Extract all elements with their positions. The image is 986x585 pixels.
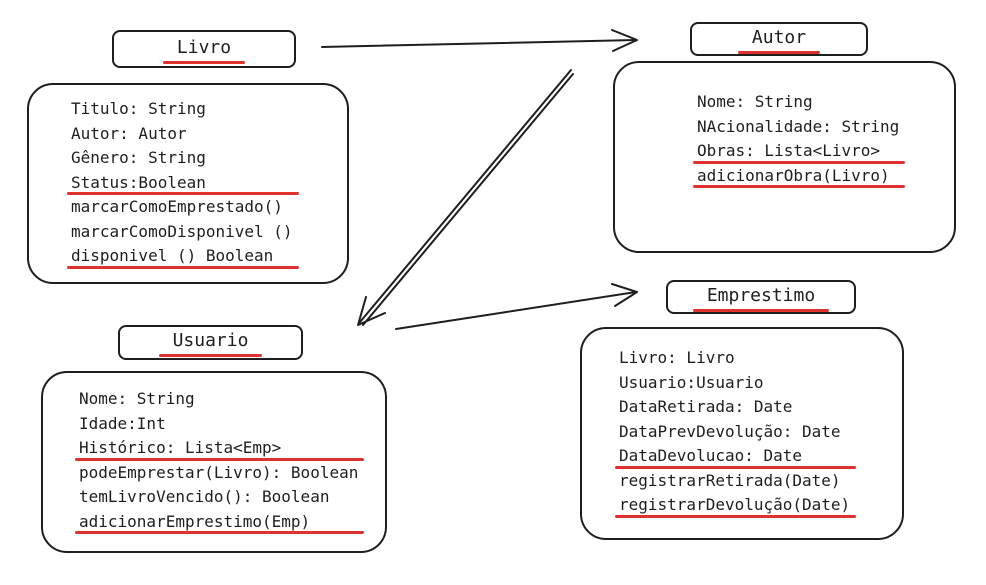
arrowhead-livro-to-autor [611, 29, 638, 52]
class-member: NAcionalidade: String [697, 116, 900, 136]
class-member: Histórico: Lista<Emp> [74, 436, 365, 461]
arrow-livro-to-autor [321, 39, 637, 48]
class-member: Idade:Int [79, 413, 166, 433]
class-member: Livro: Livro [619, 348, 735, 367]
autor-class-name: Autor [737, 27, 821, 54]
class-member: adicionarEmprestimo(Emp) [74, 510, 365, 535]
class-member: Status:Boolean [67, 171, 299, 196]
usuario-title-box[interactable]: Usuario [118, 325, 303, 360]
arrow-autor-to-usuario [359, 69, 572, 323]
class-member: DataPrevDevolução: Date [619, 421, 841, 441]
class-member: Nome: String [79, 389, 195, 408]
class-member: temLivroVencido(): Boolean [79, 487, 330, 506]
class-member: registrarDevolução(Date) [614, 493, 857, 518]
class-member: marcarComoEmprestado() [71, 197, 283, 216]
class-member: Titulo: String [71, 99, 206, 118]
class-member: registrarRetirada(Date) [619, 470, 841, 490]
class-member: podeEmprestar(Livro): Boolean [79, 462, 359, 482]
class-member: DataRetirada: Date [619, 397, 793, 416]
class-member: disponivel () Boolean [67, 244, 299, 269]
arrowhead-usuario-to-emprestimo [611, 283, 638, 307]
emprestimo-title-box[interactable]: Emprestimo [666, 280, 856, 314]
arrowhead-autor-to-usuario [357, 296, 386, 326]
arrow-autor-to-usuario-2 [362, 73, 574, 326]
arrow-usuario-to-emprestimo [395, 291, 637, 330]
class-member: Autor: Autor [71, 123, 187, 143]
class-member: Gênero: String [71, 148, 206, 167]
class-member: Usuario:Usuario [619, 372, 764, 392]
class-member: Nome: String [697, 92, 813, 111]
autor-title-box[interactable]: Autor [690, 22, 868, 56]
class-member: marcarComoDisponivel () [71, 221, 293, 241]
livro-title-box[interactable]: Livro [112, 30, 296, 68]
class-member: Obras: Lista<Livro> [692, 139, 906, 164]
class-member: adicionarObra(Livro) [692, 164, 906, 189]
class-member: DataDevolucao: Date [614, 444, 857, 469]
usuario-class-name: Usuario [158, 331, 263, 357]
livro-class-name: Livro [162, 37, 246, 64]
emprestimo-class-name: Emprestimo [692, 285, 830, 312]
